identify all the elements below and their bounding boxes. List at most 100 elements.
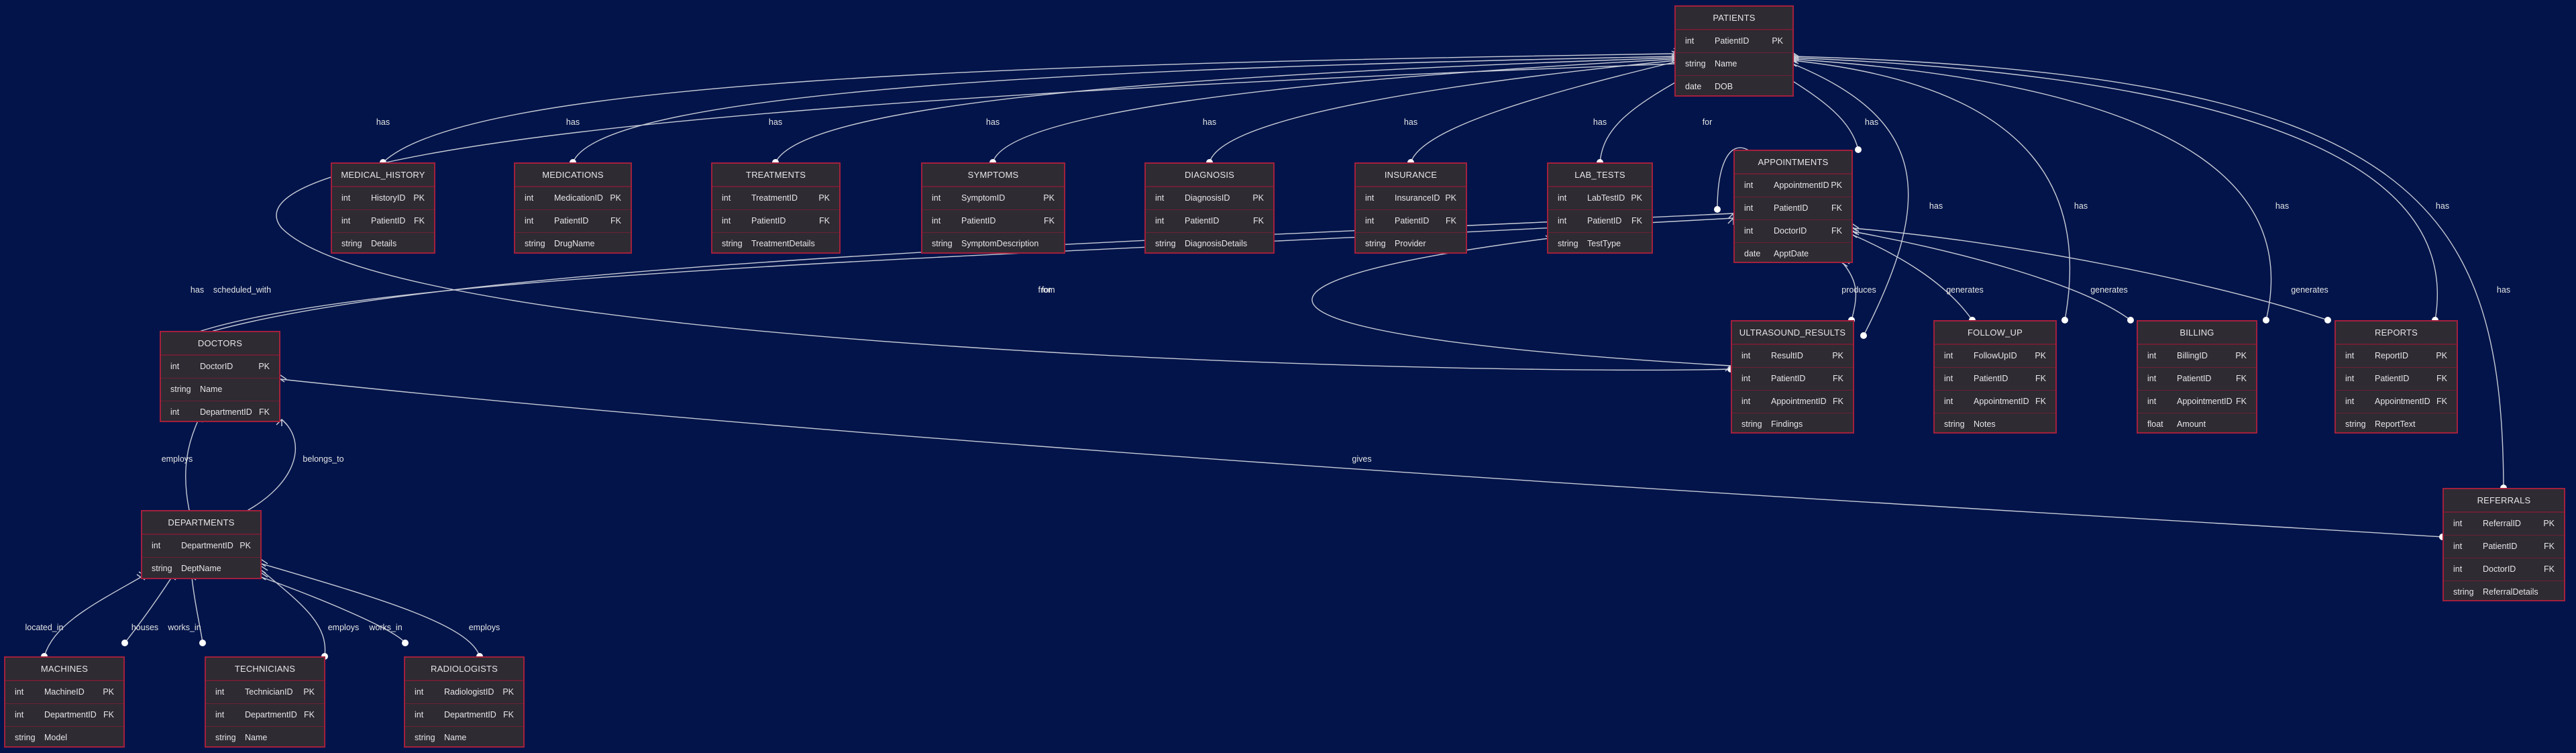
entity-title: MEDICATIONS	[515, 164, 631, 187]
relationship-line	[185, 419, 199, 511]
attribute-name: DoctorID	[2483, 564, 2516, 574]
attribute-name: Details	[371, 239, 397, 248]
relationship-label: located_in	[25, 623, 64, 632]
relationship-label: employs	[161, 454, 193, 464]
attribute-name: Provider	[1395, 239, 1426, 248]
attribute-key: FK	[610, 216, 621, 225]
attribute-name: AppointmentID	[1771, 397, 1827, 406]
relationship-label: has	[1202, 117, 1217, 127]
attribute-name: MedicationID	[554, 193, 603, 203]
attribute-type: int	[932, 193, 941, 203]
relationship-label: has	[768, 117, 783, 127]
attribute-name: SymptomID	[961, 193, 1006, 203]
attribute-type: int	[2147, 374, 2157, 383]
attribute-key: FK	[2544, 564, 2555, 574]
attribute-type: int	[932, 216, 941, 225]
attribute-key: FK	[1831, 203, 1842, 213]
attribute-name: PatientID	[961, 216, 996, 225]
relationship-line	[1792, 63, 1909, 336]
relationship-label: has	[1929, 201, 1943, 211]
attribute-key: PK	[1832, 351, 1843, 360]
attribute-type: int	[1741, 351, 1751, 360]
attribute-name: TestType	[1587, 239, 1621, 248]
attribute-type: int	[1744, 203, 1754, 213]
entity-title: APPOINTMENTS	[1735, 151, 1851, 174]
entity-title: BILLING	[2138, 321, 2256, 344]
relationship-line	[572, 56, 1676, 163]
attribute-type: int	[1944, 351, 1953, 360]
attribute-name: Name	[444, 733, 467, 742]
attribute-key: FK	[1253, 216, 1264, 225]
attribute-type: string	[525, 239, 545, 248]
attribute-type: string	[215, 733, 236, 742]
attribute-type: string	[2453, 587, 2474, 597]
relationship-label: has	[985, 117, 1000, 127]
cardinality-zero-marker	[1714, 206, 1721, 213]
attribute-name: BillingID	[2177, 351, 2208, 360]
attribute-key: FK	[1631, 216, 1642, 225]
relationship-label: belongs_to	[303, 454, 344, 464]
relationship-line	[775, 57, 1676, 163]
relationship-label: employs	[327, 623, 360, 632]
attribute-name: DrugName	[554, 239, 595, 248]
attribute-name: AppointmentID	[2375, 397, 2430, 406]
attribute-type: int	[722, 216, 731, 225]
attribute-name: ReportID	[2375, 351, 2409, 360]
attribute-name: PatientID	[1395, 216, 1430, 225]
cardinality-zero-marker	[402, 640, 409, 646]
relationship-line	[276, 63, 1731, 371]
relationship-line	[44, 576, 142, 657]
attribute-type: int	[525, 193, 534, 203]
attribute-key: FK	[259, 407, 270, 417]
attribute-key: PK	[1631, 193, 1642, 203]
cardinality-many-marker	[276, 418, 288, 426]
attribute-key: FK	[414, 216, 425, 225]
relationship-label: houses	[131, 623, 159, 632]
attribute-name: DepartmentID	[245, 710, 297, 719]
attribute-type: int	[1558, 193, 1567, 203]
attribute-type: date	[1685, 82, 1702, 91]
attribute-type: int	[341, 216, 351, 225]
relationship-label: works_in	[168, 623, 201, 632]
relationship-line	[1311, 238, 1731, 366]
attribute-key: FK	[2544, 542, 2555, 551]
attribute-type: int	[170, 362, 180, 371]
relationship-line	[992, 58, 1676, 163]
attribute-key: PK	[2235, 351, 2247, 360]
attribute-type: int	[2453, 564, 2463, 574]
relationship-line	[1852, 231, 2131, 321]
relationship-line	[124, 576, 172, 644]
attribute-type: string	[170, 385, 191, 394]
